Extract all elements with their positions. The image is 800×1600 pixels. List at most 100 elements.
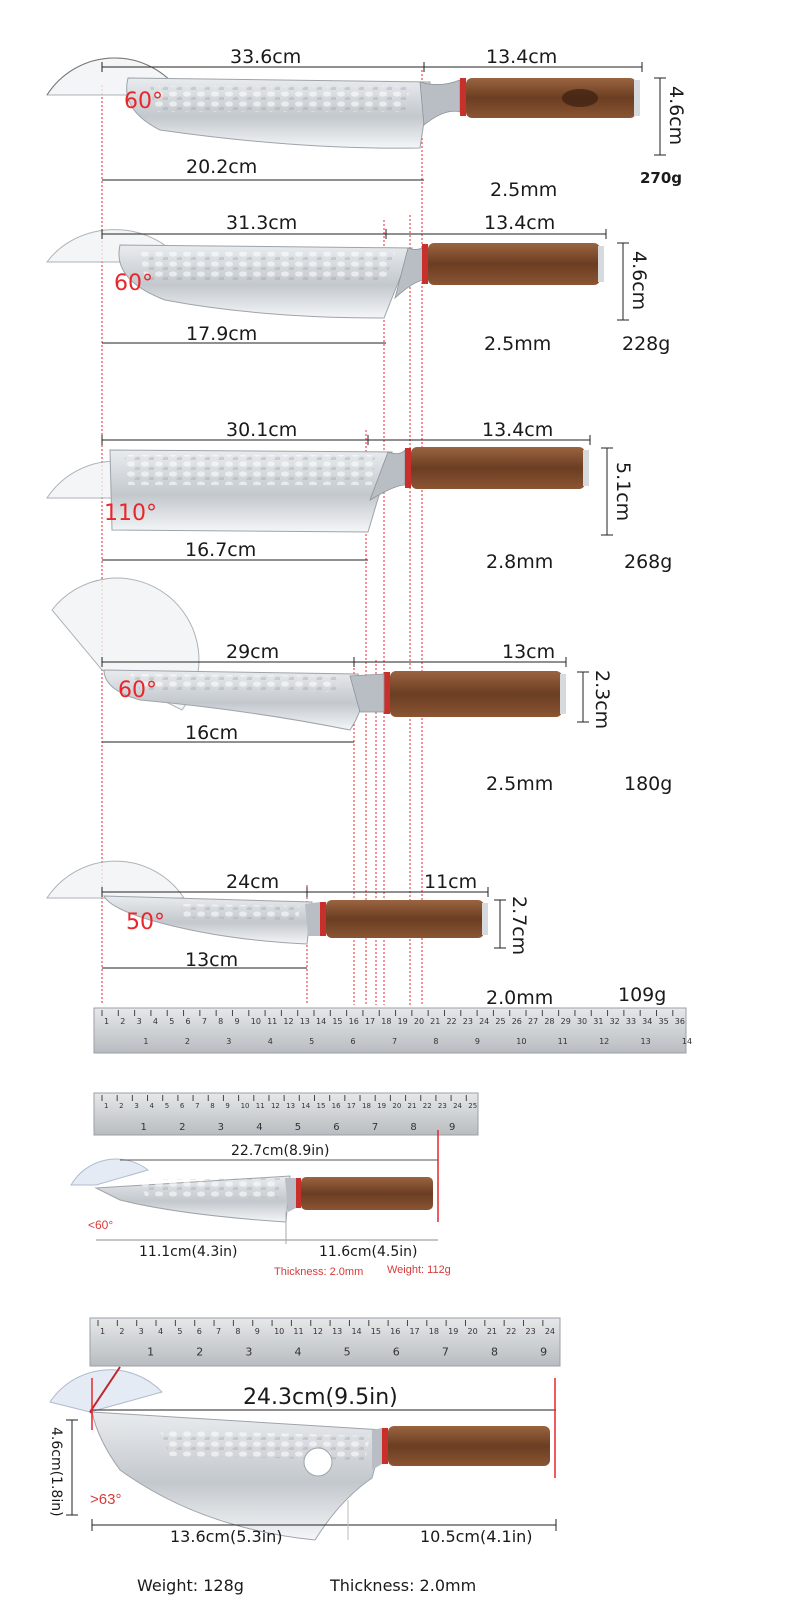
hook-ruler-in-label: 8 xyxy=(491,1346,498,1359)
main-ruler-cm-label: 15 xyxy=(332,1017,342,1026)
utility-ruler-cm-label: 23 xyxy=(438,1102,447,1110)
hook-ruler-cm-label: 18 xyxy=(429,1327,439,1336)
knife-5-weight: 109g xyxy=(618,984,666,1006)
main-ruler-cm-label: 19 xyxy=(398,1017,408,1026)
knife-2-angle: 60° xyxy=(114,271,153,296)
main-ruler-cm-label: 14 xyxy=(316,1017,326,1026)
main-ruler-cm-label: 36 xyxy=(675,1017,685,1026)
main-ruler-in-label: 10 xyxy=(516,1037,526,1046)
knife-4-handle-length: 13cm xyxy=(502,641,555,663)
protractor-icon xyxy=(70,1158,150,1186)
utility-ruler-in-label: 6 xyxy=(333,1122,339,1133)
knife-3-group: 30.1cm 13.4cm 110° 16.7cm 5.1cm 2.8mm 26… xyxy=(46,419,672,573)
knife-3-total-length: 30.1cm xyxy=(226,419,297,441)
main-ruler-cm-label: 28 xyxy=(544,1017,554,1026)
main-ruler-in-label: 12 xyxy=(599,1037,609,1046)
utility-ruler-cm-label: 25 xyxy=(468,1102,477,1110)
hook-ruler-cm-label: 11 xyxy=(293,1327,303,1336)
utility-ruler-cm-label: 11 xyxy=(256,1102,265,1110)
hook-ruler-cm-label: 8 xyxy=(235,1327,240,1336)
utility-ruler-in-label: 7 xyxy=(372,1122,378,1133)
hook-ruler-cm-label: 2 xyxy=(119,1327,124,1336)
hook-ruler-cm-label: 17 xyxy=(409,1327,419,1336)
main-ruler-in-label: 2 xyxy=(185,1037,190,1046)
main-ruler-cm-label: 20 xyxy=(414,1017,424,1026)
main-ruler-cm-label: 12 xyxy=(283,1017,293,1026)
hook-ruler-cm-label: 15 xyxy=(371,1327,381,1336)
utility-ruler-in-label: 5 xyxy=(295,1122,301,1133)
knife-5-thickness: 2.0mm xyxy=(486,987,553,1009)
main-ruler-cm-label: 30 xyxy=(577,1017,587,1026)
knife-3-handle-length: 13.4cm xyxy=(482,419,553,441)
utility-ruler-in-label: 8 xyxy=(410,1122,416,1133)
utility-total-length: 22.7cm(8.9in) xyxy=(231,1143,329,1159)
utility-ruler-in-label: 3 xyxy=(218,1122,224,1133)
utility-ruler-cm-label: 1 xyxy=(104,1102,108,1110)
main-ruler-in-label: 4 xyxy=(268,1037,273,1046)
hook-ruler-in-label: 9 xyxy=(540,1346,547,1359)
utility-ruler-cm-label: 20 xyxy=(392,1102,401,1110)
hook-ruler-cm-label: 4 xyxy=(158,1327,163,1336)
utility-ruler-cm-label: 19 xyxy=(377,1102,386,1110)
utility-angle: <60° xyxy=(88,1218,113,1232)
main-ruler-cm-label: 3 xyxy=(137,1017,142,1026)
utility-ruler-cm-label: 3 xyxy=(134,1102,138,1110)
hook-ruler-in-label: 7 xyxy=(442,1346,449,1359)
main-ruler-cm-label: 31 xyxy=(593,1017,603,1026)
knife-1-weight: 270g xyxy=(640,169,682,187)
utility-ruler-in-label: 1 xyxy=(141,1122,147,1133)
hook-ruler-cm-label: 6 xyxy=(197,1327,202,1336)
knife-5-width: 2.7cm xyxy=(508,896,530,955)
main-ruler-cm-label: 29 xyxy=(561,1017,571,1026)
utility-ruler-cm-label: 16 xyxy=(332,1102,341,1110)
knife-1-group: 33.6cm 13.4cm 60° 20.2cm 4.6cm 2.5mm 270… xyxy=(46,46,687,201)
main-ruler-in-label: 9 xyxy=(475,1037,480,1046)
main-ruler-cm-label: 26 xyxy=(512,1017,522,1026)
knife-1-angle: 60° xyxy=(124,89,163,114)
main-ruler-cm-label: 23 xyxy=(463,1017,473,1026)
main-ruler-cm-label: 35 xyxy=(658,1017,668,1026)
knife-3-weight: 268g xyxy=(624,551,672,573)
hook-ruler-in-label: 6 xyxy=(393,1346,400,1359)
hook-ruler-cm-label: 9 xyxy=(255,1327,260,1336)
knife-3-thickness: 2.8mm xyxy=(486,551,553,573)
utility-ruler-cm-label: 2 xyxy=(119,1102,123,1110)
hook-width: 4.6cm(1.8in) xyxy=(48,1427,64,1517)
utility-ruler-cm-label: 21 xyxy=(408,1102,417,1110)
hook-ruler-cm-label: 24 xyxy=(545,1327,555,1336)
main-ruler-in-label: 5 xyxy=(309,1037,314,1046)
knife-3-angle: 110° xyxy=(104,501,157,526)
handle-3 xyxy=(411,447,585,489)
main-ruler-cm-label: 16 xyxy=(349,1017,359,1026)
utility-ruler-cm-label: 24 xyxy=(453,1102,462,1110)
hook-handle-length: 10.5cm(4.1in) xyxy=(420,1527,533,1546)
main-ruler-in-label: 1 xyxy=(143,1037,148,1046)
knife-5-total-length: 24cm xyxy=(226,871,279,893)
utility-ruler-cm-label: 15 xyxy=(316,1102,325,1110)
hook-ruler-cm-label: 1 xyxy=(100,1327,105,1336)
main-ruler-cm-label: 7 xyxy=(202,1017,207,1026)
knife-2-total-length: 31.3cm xyxy=(226,212,297,234)
hook-ruler-cm-label: 16 xyxy=(390,1327,400,1336)
utility-ruler-in-label: 2 xyxy=(179,1122,185,1133)
main-ruler-cm-label: 4 xyxy=(153,1017,158,1026)
utility-ruler-cm-label: 17 xyxy=(347,1102,356,1110)
knife-2-weight: 228g xyxy=(622,333,670,355)
utility-handle-length: 11.6cm(4.5in) xyxy=(319,1244,417,1260)
hook-ruler-cm-label: 5 xyxy=(177,1327,182,1336)
hook-weight: Weight: 128g xyxy=(137,1576,244,1595)
hook-ruler-cm-label: 14 xyxy=(351,1327,361,1336)
hook-ruler-in-label: 2 xyxy=(196,1346,203,1359)
knife-3-blade-length: 16.7cm xyxy=(185,539,256,561)
main-ruler-in-label: 11 xyxy=(558,1037,568,1046)
utility-thickness: Thickness: 2.0mm xyxy=(274,1266,363,1278)
utility-ruler-cm-label: 18 xyxy=(362,1102,371,1110)
knife-4-blade-length: 16cm xyxy=(185,722,238,744)
main-ruler-cm-label: 32 xyxy=(610,1017,620,1026)
main-ruler-cm-label: 13 xyxy=(300,1017,310,1026)
main-ruler-cm-label: 1 xyxy=(104,1017,109,1026)
